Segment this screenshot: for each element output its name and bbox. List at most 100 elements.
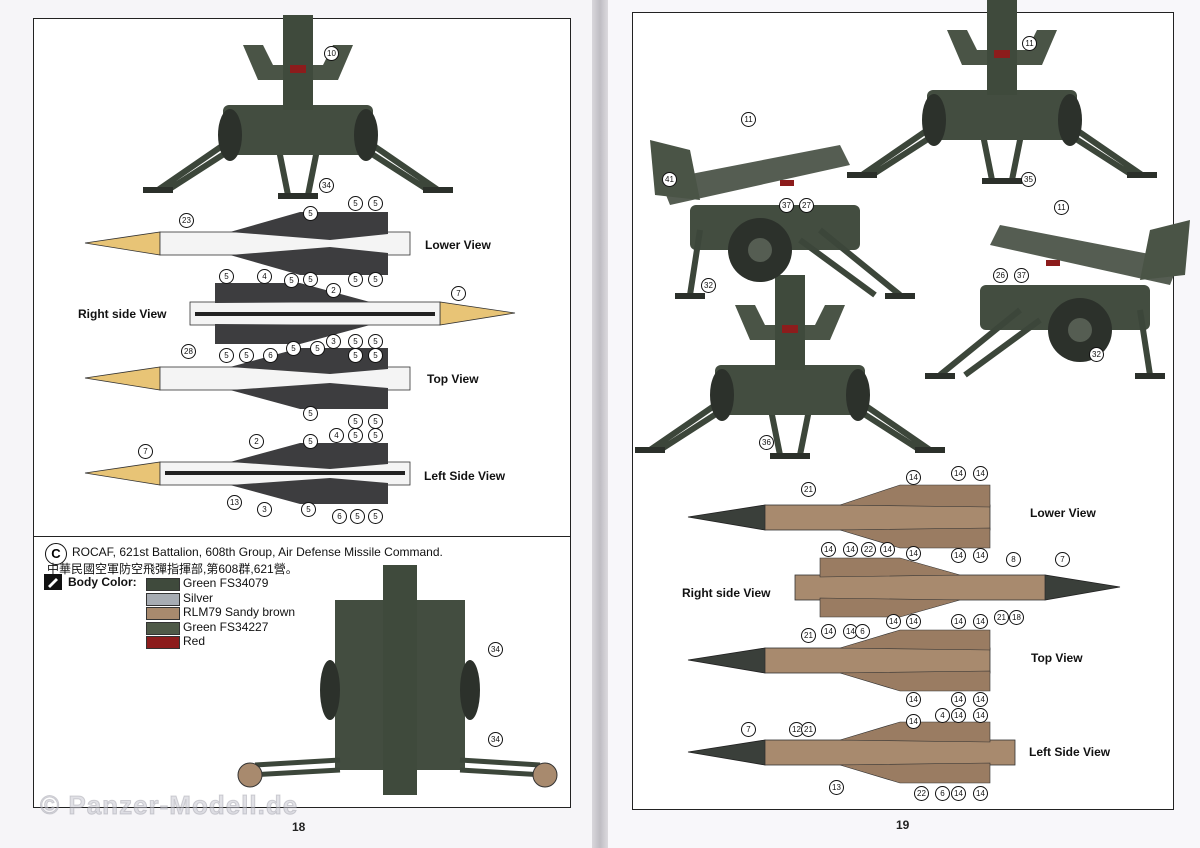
- callout: 27: [799, 198, 814, 213]
- callout: 6: [935, 786, 950, 801]
- callout: 14: [951, 548, 966, 563]
- paintbrush-icon: [44, 574, 62, 590]
- callout: 21: [801, 722, 816, 737]
- callout: 32: [701, 278, 716, 293]
- callout: 23: [179, 213, 194, 228]
- callout: 5: [348, 334, 363, 349]
- callout: 5: [303, 206, 318, 221]
- callout: 21: [994, 610, 1009, 625]
- color-name: RLM79 Sandy brown: [183, 605, 296, 619]
- callout: 28: [181, 344, 196, 359]
- scheme-subtitle: 中華民國空軍防空飛彈指揮部,第608群,621營。: [47, 562, 298, 576]
- callout: 14: [973, 708, 988, 723]
- callout: 34: [319, 178, 334, 193]
- label-right-side-view-right: Right side View: [682, 586, 771, 600]
- label-top-view-right: Top View: [1031, 651, 1083, 665]
- callout: 14: [906, 714, 921, 729]
- callout: 7: [741, 722, 756, 737]
- callout: 5: [348, 428, 363, 443]
- watermark: © Panzer-Modell.de: [39, 790, 299, 821]
- page-number-right: 19: [896, 818, 910, 832]
- callout: 14: [906, 692, 921, 707]
- label-lower-view-right: Lower View: [1030, 506, 1096, 520]
- callout: 37: [779, 198, 794, 213]
- callout: 4: [329, 428, 344, 443]
- callout: 5: [348, 414, 363, 429]
- label-left-side-view-right: Left Side View: [1029, 745, 1111, 759]
- callout: 14: [973, 614, 988, 629]
- callout: 4: [257, 269, 272, 284]
- callout: 14: [906, 546, 921, 561]
- callout: 14: [821, 624, 836, 639]
- callout: 5: [219, 348, 234, 363]
- callout: 7: [1055, 552, 1070, 567]
- callout: 34: [488, 732, 503, 747]
- callout: 5: [348, 348, 363, 363]
- swatch-silver: [146, 593, 180, 606]
- color-name: Red: [183, 634, 206, 648]
- missile-left-side-view-left: [84, 443, 411, 504]
- callout: 5: [368, 334, 383, 349]
- callout: 6: [263, 348, 278, 363]
- color-name: Green FS34227: [183, 620, 269, 634]
- scheme-badge: C: [45, 543, 67, 565]
- callout: 18: [1009, 610, 1024, 625]
- callout: 22: [914, 786, 929, 801]
- callout: 22: [861, 542, 876, 557]
- callout: 5: [303, 406, 318, 421]
- callout: 14: [886, 614, 901, 629]
- callout: 14: [906, 470, 921, 485]
- missile-left-side-view-right: [687, 721, 1016, 784]
- launcher-front-view-right-mid: [635, 275, 945, 459]
- body-color-label: Body Color:: [68, 575, 137, 589]
- callout: 11: [741, 112, 756, 127]
- callout: 14: [951, 786, 966, 801]
- callout: 5: [368, 196, 383, 211]
- callout: 6: [332, 509, 347, 524]
- callout: 32: [1089, 347, 1104, 362]
- callout: 5: [368, 428, 383, 443]
- callout: 5: [348, 196, 363, 211]
- callout: 3: [326, 334, 341, 349]
- launcher-side-view-right-b: [925, 220, 1190, 379]
- callout: 4: [935, 708, 950, 723]
- scheme-title: ROCAF, 621st Battalion, 608th Group, Air…: [72, 545, 443, 559]
- callout: 14: [973, 786, 988, 801]
- label-left-side-view-left: Left Side View: [424, 469, 506, 483]
- callout: 5: [368, 348, 383, 363]
- callout: 35: [1021, 172, 1036, 187]
- callout: 5: [303, 272, 318, 287]
- callout: 5: [301, 502, 316, 517]
- callout: 6: [855, 624, 870, 639]
- callout: 5: [350, 509, 365, 524]
- callout: 11: [1022, 36, 1037, 51]
- callout: 5: [310, 341, 325, 356]
- page-number-left: 18: [292, 820, 306, 834]
- callout: 26: [993, 268, 1008, 283]
- label-lower-view-left: Lower View: [425, 238, 491, 252]
- missile-lower-view-left: [84, 212, 411, 275]
- callout: 11: [1054, 200, 1069, 215]
- launcher-front-view-right-top: [847, 0, 1157, 184]
- swatch-sandy-brown: [146, 607, 180, 620]
- callout: 2: [326, 283, 341, 298]
- callout: 7: [451, 286, 466, 301]
- book-gutter: [592, 0, 608, 848]
- callout: 10: [324, 46, 339, 61]
- launcher-front-view-left: [143, 15, 453, 199]
- callout: 41: [662, 172, 677, 187]
- swatch-green-fs34079: [146, 578, 180, 591]
- missile-top-view-right: [687, 629, 991, 692]
- callout: 2: [249, 434, 264, 449]
- callout: 5: [348, 272, 363, 287]
- swatch-green-fs34227: [146, 622, 180, 635]
- callout: 5: [239, 348, 254, 363]
- callout: 14: [951, 692, 966, 707]
- callout: 14: [821, 542, 836, 557]
- callout: 5: [303, 434, 318, 449]
- callout: 7: [138, 444, 153, 459]
- label-top-view-left: Top View: [427, 372, 479, 386]
- callout: 5: [368, 414, 383, 429]
- callout: 21: [801, 482, 816, 497]
- callout: 14: [973, 548, 988, 563]
